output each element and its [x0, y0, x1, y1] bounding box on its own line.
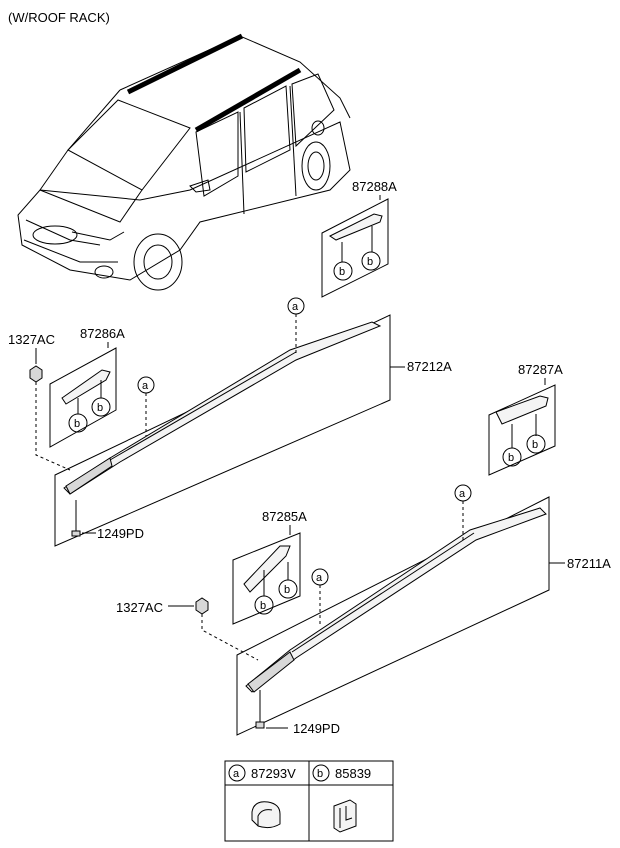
fastener-1327AC-bottom: 1327AC — [116, 597, 259, 661]
callout-a: a — [292, 301, 299, 313]
part-label-87285A: 87285A — [262, 509, 307, 524]
callout-b: b — [260, 600, 266, 612]
detail-87287A: 87287A b b — [488, 362, 563, 476]
callout-b: b — [532, 439, 538, 451]
fastener-1249PD-bottom: 1249PD — [255, 690, 340, 736]
part-label-87288A: 87288A — [352, 179, 397, 194]
part-label-1327AC-bottom: 1327AC — [116, 600, 163, 615]
fastener-1327AC-top: 1327AC — [8, 332, 71, 471]
part-label-87287A: 87287A — [518, 362, 563, 377]
callout-b: b — [508, 452, 514, 464]
legend-marker-a: a — [233, 768, 240, 780]
roof-rack-right-highlight — [194, 67, 302, 133]
callout-a: a — [459, 488, 466, 500]
rail-87212A-assembly: 87212A a a — [54, 297, 452, 547]
detail-87286A: 87286A b b — [49, 326, 125, 448]
car-illustration — [17, 33, 351, 291]
callout-b: b — [367, 256, 373, 268]
detail-87288A: 87288A b b — [321, 179, 397, 298]
cap-87293V-icon — [251, 801, 281, 829]
legend-table: a 87293V b 85839 — [224, 760, 394, 842]
part-label-87212A: 87212A — [407, 359, 452, 374]
part-label-1327AC-top: 1327AC — [8, 332, 55, 347]
fastener-1249PD-top: 1249PD — [71, 500, 144, 541]
legend-marker-b: b — [317, 768, 323, 780]
part-label-1249PD-bottom: 1249PD — [293, 721, 340, 736]
rail-87211A-assembly: 87211A a a — [236, 484, 611, 736]
clip-85839-icon — [333, 799, 357, 833]
diagram-title: (W/ROOF RACK) — [8, 10, 110, 25]
callout-b: b — [284, 584, 290, 596]
roof-rack-left-highlight — [126, 33, 244, 95]
legend-part-85839: 85839 — [335, 766, 371, 781]
part-label-1249PD-top: 1249PD — [97, 526, 144, 541]
callout-b: b — [339, 266, 345, 278]
part-label-87286A: 87286A — [80, 326, 125, 341]
detail-87285A: 87285A b b — [232, 509, 307, 625]
callout-a: a — [316, 572, 323, 584]
part-label-87211A: 87211A — [567, 556, 611, 571]
callout-a: a — [142, 380, 149, 392]
callout-b: b — [97, 402, 103, 414]
callout-b: b — [74, 418, 80, 430]
legend-part-87293V: 87293V — [251, 766, 296, 781]
